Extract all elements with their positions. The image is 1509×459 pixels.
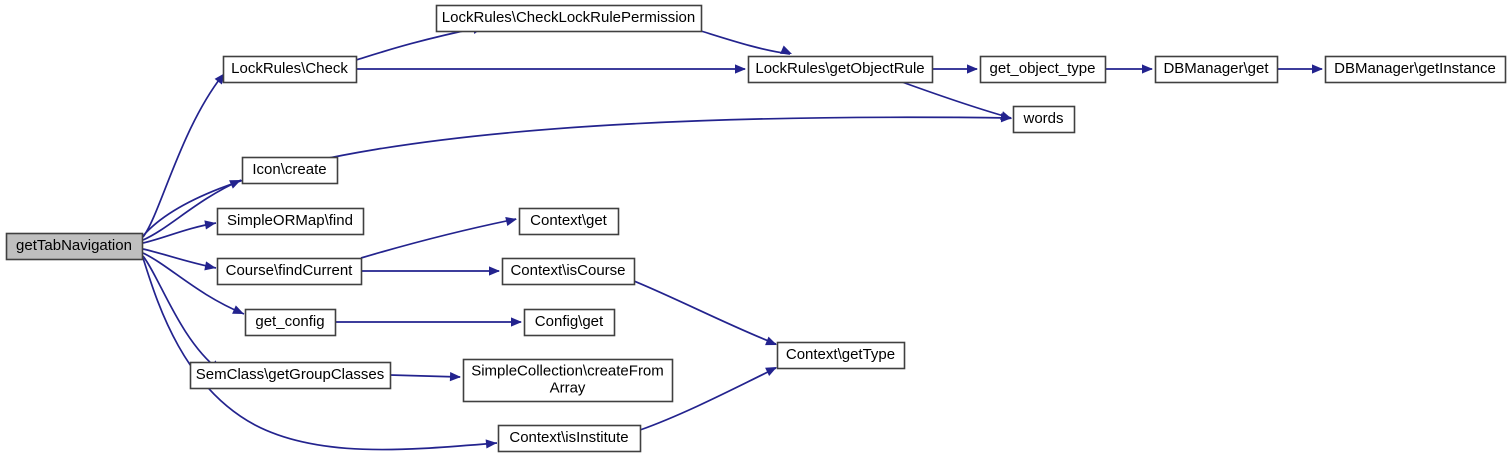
- node-contextIsCourse[interactable]: Context\isCourse: [501, 257, 636, 286]
- node-box[interactable]: [523, 308, 616, 337]
- arrowhead-icon: [204, 261, 216, 271]
- node-label: words: [1022, 110, 1063, 127]
- edge-dbManagerGet-to-dbManagerGetInstance: [1277, 64, 1323, 74]
- arrowhead-icon: [1312, 64, 1323, 74]
- edge-checkLockRulePermission-to-getObjectRule: [700, 30, 792, 55]
- edge-getTabNavigation-to-simpleORMapFind: [142, 220, 217, 244]
- node-box[interactable]: [222, 55, 358, 84]
- arrowhead-icon: [780, 45, 792, 54]
- node-box[interactable]: [776, 341, 906, 370]
- edge-getObjectRule-to-words: [901, 81, 1012, 120]
- node-box[interactable]: [5, 232, 144, 261]
- node-label: SemClass\getGroupClasses: [196, 366, 384, 383]
- node-label: get_object_type: [990, 60, 1096, 77]
- node-label: SimpleCollection\createFrom: [471, 362, 664, 379]
- node-label: LockRules\Check: [231, 60, 348, 77]
- edge-getTabNavigation-to-contextIsInstitute: [142, 257, 498, 451]
- node-box[interactable]: [189, 361, 392, 390]
- node-label: Context\isCourse: [510, 262, 625, 279]
- node-label: Context\get: [530, 212, 608, 229]
- edge-courseFindCurrent-to-contextGet: [360, 216, 517, 259]
- arrowhead-icon: [229, 180, 241, 189]
- edge-getTabNavigation-to-semClassGetGroupClasses: [142, 255, 221, 371]
- arrowhead-icon: [204, 220, 216, 230]
- node-box[interactable]: [241, 156, 339, 185]
- arrowhead-icon: [449, 372, 461, 382]
- node-getConfig[interactable]: get_config: [244, 308, 337, 337]
- node-label: Context\isInstitute: [509, 429, 628, 446]
- node-contextGetType[interactable]: Context\getType: [776, 341, 906, 370]
- node-lockRulesCheck[interactable]: LockRules\Check: [222, 55, 358, 84]
- node-configGet[interactable]: Config\get: [523, 308, 616, 337]
- edge-getObjectRule-to-getObjectType: [932, 64, 978, 74]
- node-dbManagerGet[interactable]: DBManager\get: [1154, 55, 1279, 84]
- edge-getTabNavigation-to-courseFindCurrent: [142, 248, 217, 271]
- node-box[interactable]: [979, 55, 1107, 84]
- arrowhead-icon: [765, 367, 777, 376]
- node-label: Context\getType: [786, 346, 895, 363]
- edge-courseFindCurrent-to-contextIsCourse: [361, 266, 500, 276]
- arrowhead-icon: [967, 64, 978, 74]
- node-box[interactable]: [1154, 55, 1279, 84]
- node-semClassGetGroupClasses[interactable]: SemClass\getGroupClasses: [189, 361, 392, 390]
- node-box[interactable]: [216, 207, 365, 236]
- edge-contextIsCourse-to-contextGetType: [633, 280, 777, 346]
- node-box[interactable]: [501, 257, 636, 286]
- node-getObjectRule[interactable]: LockRules\getObjectRule: [747, 55, 934, 84]
- node-box[interactable]: [244, 308, 337, 337]
- node-label: LockRules\getObjectRule: [755, 60, 924, 77]
- node-dbManagerGetInstance[interactable]: DBManager\getInstance: [1324, 55, 1507, 84]
- arrowhead-icon: [485, 439, 497, 449]
- node-words[interactable]: words: [1012, 105, 1076, 134]
- node-box[interactable]: [1324, 55, 1507, 84]
- nodes-layer: getTabNavigation LockRules\Check LockRules…: [5, 4, 1507, 453]
- node-label: Config\get: [535, 313, 604, 330]
- node-label: get_config: [255, 313, 324, 330]
- arrowhead-icon: [1142, 64, 1153, 74]
- edge-semClassGetGroupClasses-to-simpleCollectionCreateFromArray: [389, 372, 461, 382]
- edge-getTabNavigation-to-getConfig: [142, 252, 245, 315]
- node-label: Icon\create: [252, 161, 326, 178]
- arrowhead-icon: [1000, 111, 1012, 120]
- edge-getConfig-to-configGet: [335, 317, 522, 327]
- node-box[interactable]: [497, 424, 642, 453]
- node-box[interactable]: [462, 358, 674, 403]
- node-box[interactable]: [435, 4, 703, 33]
- node-contextIsInstitute[interactable]: Context\isInstitute: [497, 424, 642, 453]
- node-courseFindCurrent[interactable]: Course\findCurrent: [216, 257, 363, 286]
- arrowhead-icon: [735, 64, 746, 74]
- node-label: DBManager\get: [1163, 60, 1269, 77]
- edge-getTabNavigation-to-iconCreate: [142, 179, 242, 241]
- arrowhead-icon: [232, 305, 244, 314]
- node-getTabNavigation[interactable]: getTabNavigation: [5, 232, 144, 261]
- node-box[interactable]: [1012, 105, 1076, 134]
- node-label: Course\findCurrent: [226, 262, 354, 279]
- node-box[interactable]: [518, 207, 620, 236]
- arrowhead-icon: [511, 317, 522, 327]
- node-contextGet[interactable]: Context\get: [518, 207, 620, 236]
- edge-getObjectType-to-dbManagerGet: [1105, 64, 1153, 74]
- node-box[interactable]: [747, 55, 934, 84]
- arrowhead-icon: [765, 336, 777, 346]
- edge-lockRulesCheck-to-getObjectRule: [356, 64, 746, 74]
- edges-layer: [142, 24, 1323, 451]
- edge-getTabNavigation-to-lockRulesCheck: [142, 73, 225, 238]
- edge-contextIsInstitute-to-contextGetType: [639, 367, 777, 431]
- node-label: DBManager\getInstance: [1334, 60, 1496, 77]
- node-checkLockRulePermission[interactable]: LockRules\CheckLockRulePermission: [435, 4, 703, 33]
- node-label: LockRules\CheckLockRulePermission: [442, 9, 695, 26]
- node-box[interactable]: [216, 257, 363, 286]
- arrowhead-icon: [214, 73, 225, 85]
- node-iconCreate[interactable]: Icon\create: [241, 156, 339, 185]
- node-getObjectType[interactable]: get_object_type: [979, 55, 1107, 84]
- arrowhead-icon: [489, 266, 500, 276]
- arrowhead-icon: [505, 216, 517, 226]
- node-label: Array: [550, 379, 586, 396]
- node-label: SimpleORMap\find: [227, 212, 353, 229]
- node-label: getTabNavigation: [16, 237, 132, 254]
- node-simpleORMapFind[interactable]: SimpleORMap\find: [216, 207, 365, 236]
